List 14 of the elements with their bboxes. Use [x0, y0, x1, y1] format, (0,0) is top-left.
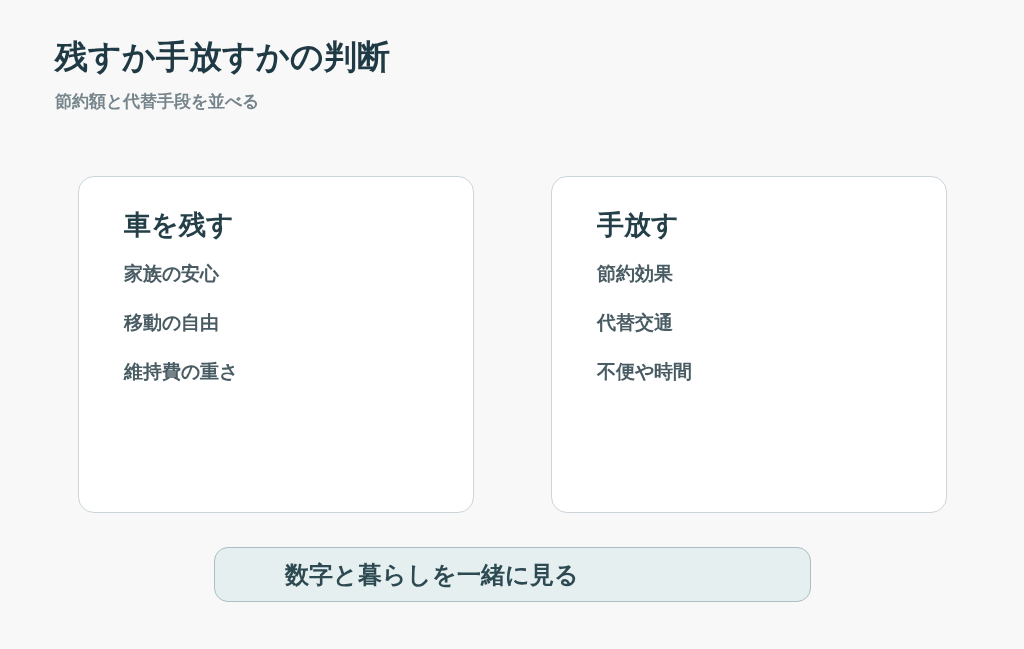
- option-card: [551, 176, 947, 513]
- list-item-text: 代替交通: [597, 313, 673, 332]
- card-heading: 車を残す: [124, 211, 234, 238]
- option-card: [78, 176, 474, 513]
- list-item-text: 節約効果: [597, 264, 673, 283]
- subtitle: 節約額と代替手段を並べる: [55, 93, 259, 110]
- summary-banner: [214, 547, 811, 602]
- banner-text: 数字と暮らしを一緒に見る: [285, 562, 579, 587]
- card-heading: 手放す: [597, 211, 679, 238]
- list-item-text: 不便や時間: [597, 362, 692, 381]
- list-item-text: 家族の安心: [124, 264, 219, 283]
- page-title: 残すか手放すかの判断: [55, 40, 390, 73]
- list-item-text: 移動の自由: [124, 313, 219, 332]
- list-item-text: 維持費の重さ: [124, 362, 238, 381]
